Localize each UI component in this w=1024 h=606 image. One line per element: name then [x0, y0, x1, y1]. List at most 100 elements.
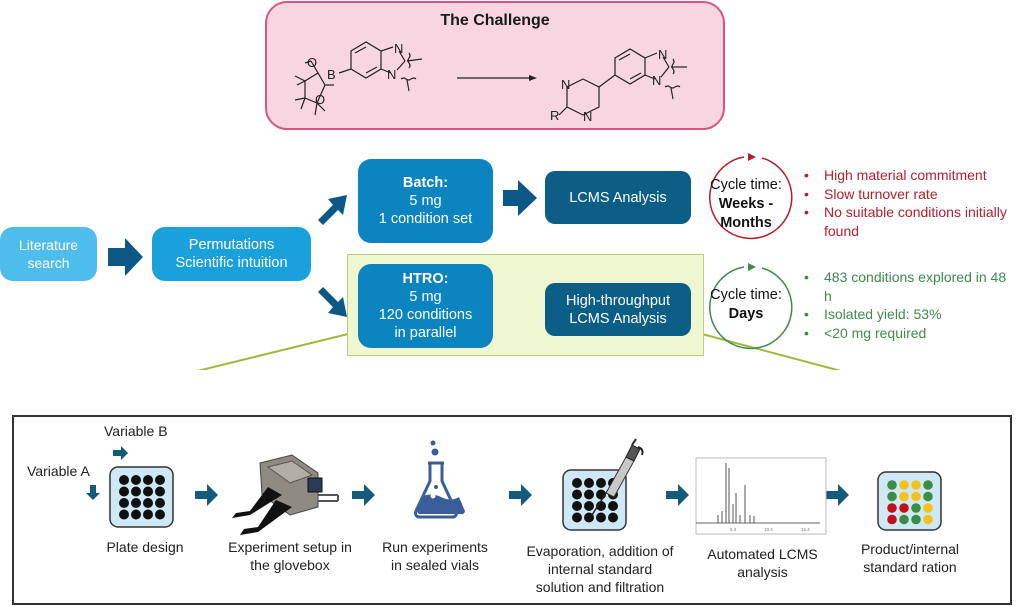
- well: [899, 491, 909, 502]
- variable-a-label: Variable A: [27, 463, 90, 479]
- well: [572, 501, 582, 511]
- reactant-structure: [294, 41, 423, 116]
- htro-cycle-arrowhead: [748, 263, 756, 271]
- glovebox-icon: [232, 454, 339, 535]
- list-item: <20 mg required: [802, 324, 1017, 343]
- well: [143, 475, 153, 485]
- list-item: Isolated yield: 53%: [802, 305, 1017, 324]
- step-arrow-3: [509, 484, 532, 506]
- atom-o2: O: [315, 92, 325, 107]
- atom-r: R: [550, 108, 559, 123]
- well: [584, 512, 594, 523]
- well: [887, 503, 897, 513]
- well: [899, 514, 909, 525]
- well: [887, 480, 897, 490]
- evaporation-plate-icon: [562, 469, 627, 531]
- atom-imid-n1: N: [658, 47, 667, 62]
- well: [899, 503, 909, 513]
- plate-design-label: Plate design: [106, 539, 184, 555]
- well: [131, 486, 141, 497]
- lcms-analysis-box: LCMS Analysis: [545, 171, 691, 224]
- well: [143, 509, 153, 520]
- well: [923, 503, 933, 513]
- chrom-tick-label: 5.4: [730, 527, 737, 532]
- variable-b-label: Variable B: [104, 423, 168, 439]
- atom-pyr-n2: N: [583, 109, 592, 124]
- well: [131, 498, 141, 508]
- atom-imid-n2: N: [652, 73, 661, 88]
- list-item: 483 conditions explored in 48 h: [802, 268, 1017, 305]
- cycle-circles: [709, 153, 793, 350]
- pipette-icon: [591, 438, 644, 516]
- htro-cycle-text: Cycle time: Days: [710, 287, 782, 322]
- batch-cycle-circle: [709, 156, 793, 240]
- list-item: High material commitment: [802, 166, 1017, 185]
- step-arrow-1: [195, 484, 218, 506]
- arrow-perm-to-batch: [318, 195, 347, 225]
- atom-n1: N: [394, 41, 403, 56]
- zoom-line-left: [197, 333, 349, 370]
- well: [155, 486, 165, 497]
- step-arrow-5: [826, 484, 849, 506]
- well: [584, 489, 594, 500]
- well: [131, 509, 141, 520]
- chrom-tick-label: 15.4: [801, 527, 810, 532]
- well: [131, 475, 141, 485]
- htro-benefits-list: 483 conditions explored in 48 h Isolated…: [802, 268, 1017, 342]
- well: [911, 480, 921, 490]
- arrow-lit-to-perm: [108, 238, 143, 276]
- arrow-batch-to-lcms: [503, 180, 537, 216]
- atom-n2: N: [387, 67, 396, 82]
- ratio-plate-icon: [877, 471, 942, 531]
- workflow-graphics: 5.4 10.4 15.4: [86, 438, 942, 535]
- variable-b-arrow-icon: [113, 446, 128, 460]
- well: [572, 512, 582, 523]
- well: [584, 478, 594, 488]
- challenge-title: The Challenge: [440, 12, 550, 29]
- batch-cycle-arrowhead: [748, 153, 756, 161]
- well: [119, 498, 129, 508]
- arrow-perm-to-htro: [318, 287, 347, 317]
- htro-cycle-circle: [709, 266, 793, 350]
- batch-cycle-text: Cycle time: Weeks - Months: [710, 177, 782, 231]
- challenge-box: The Challenge: [265, 1, 725, 130]
- flask-icon: [413, 440, 465, 519]
- well: [119, 486, 129, 497]
- batch-drawbacks-list: High material commitment Slow turnover r…: [802, 166, 1017, 240]
- chrom-tick-label: 10.4: [764, 527, 773, 532]
- well: [155, 498, 165, 508]
- well: [923, 480, 933, 490]
- well: [119, 509, 129, 520]
- well: [887, 514, 897, 525]
- htro-workflow-panel: [12, 415, 1012, 605]
- variable-a-arrow-icon: [86, 485, 100, 500]
- lcms-chromatogram: 5.4 10.4 15.4: [695, 457, 827, 535]
- well: [596, 478, 606, 488]
- list-item: No suitable conditions initially found: [802, 203, 1017, 240]
- well: [923, 514, 933, 525]
- well: [911, 491, 921, 502]
- atom-o1: O: [307, 55, 317, 70]
- product-structure: [558, 48, 687, 116]
- step-arrow-2: [352, 484, 375, 506]
- well: [155, 509, 165, 520]
- step-arrow-4: [666, 484, 689, 506]
- well: [608, 512, 618, 523]
- well: [923, 491, 933, 502]
- well: [608, 501, 618, 511]
- well: [911, 514, 921, 525]
- reaction-scheme: O B O N N N N R N N: [294, 41, 687, 124]
- well: [143, 498, 153, 508]
- plate-design-icon: [109, 466, 174, 528]
- well: [155, 475, 165, 485]
- well: [572, 489, 582, 500]
- list-item: Slow turnover rate: [802, 185, 1017, 204]
